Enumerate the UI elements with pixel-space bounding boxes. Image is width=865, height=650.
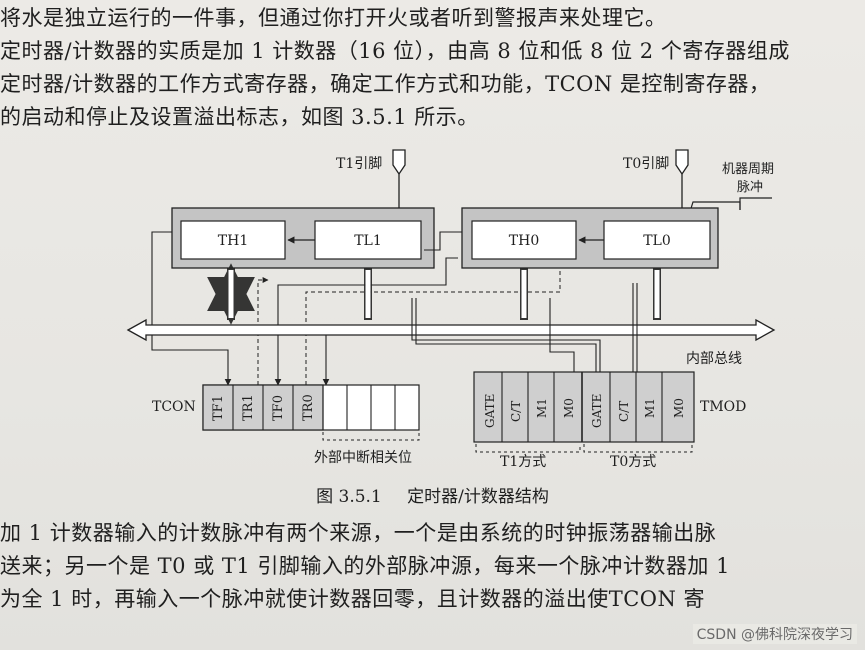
text-line: 为全 1 时，再输入一个脉冲就使计数器回零，且计数器的溢出使TCON 寄 bbox=[0, 587, 706, 611]
tmod-label: TMOD bbox=[700, 399, 746, 415]
tl0-label: TL0 bbox=[643, 233, 671, 249]
tcon-bit: TR1 bbox=[241, 394, 256, 421]
tl1-register bbox=[314, 220, 422, 260]
t1-pin-label: T1引脚 bbox=[336, 156, 382, 172]
tcon-bit: TF0 bbox=[271, 395, 286, 421]
text-line: 将水是独立运行的一件事，但通过你打开火或者听到警报声来处理它。 bbox=[0, 6, 667, 30]
th0-register bbox=[471, 220, 577, 260]
tmod-bit: C/T bbox=[617, 401, 631, 422]
machine-cycle-label-2: 脉冲 bbox=[737, 180, 763, 195]
paragraph-top: 将水是独立运行的一件事，但通过你打开火或者听到警报声来处理它。 定时器/计数器的… bbox=[0, 2, 865, 134]
text-line: 定时器/计数器的实质是加 1 计数器（16 位），由高 8 位和低 8 位 2 … bbox=[0, 39, 790, 63]
tcon-bit: TF1 bbox=[211, 395, 226, 421]
text-line: 加 1 计数器输入的计数脉冲有两个来源，一个是由系统的时钟振荡器输出脉 bbox=[0, 521, 717, 545]
tcon-bit: TR0 bbox=[301, 394, 316, 421]
tcon-label: TCON bbox=[152, 399, 196, 415]
figure-number: 图 3.5.1 bbox=[316, 487, 382, 507]
internal-bus-label: 内部总线 bbox=[686, 351, 742, 367]
tmod-register: GATE C/T M1 M0 GATE C/T M1 M0 bbox=[473, 371, 695, 443]
machine-cycle-label: 机器周期 bbox=[722, 162, 774, 177]
th1-register bbox=[180, 220, 286, 260]
tcon-register: TF1 TR1 TF0 TR0 bbox=[202, 384, 420, 431]
tmod-bit: M0 bbox=[562, 398, 576, 418]
tl0-register bbox=[603, 220, 711, 260]
text-line: 的启动和停止及设置溢出标志，如图 3.5.1 所示。 bbox=[0, 105, 479, 129]
tmod-bit: C/T bbox=[509, 401, 523, 422]
text-line: 定时器/计数器的工作方式寄存器，确定工作方式和功能，TCON 是控制寄存器， bbox=[0, 72, 771, 96]
figure-title: 定时器/计数器结构 bbox=[407, 487, 549, 507]
tl1-label: TL1 bbox=[354, 233, 382, 249]
t0-pin-label: T0引脚 bbox=[623, 156, 669, 172]
t1-mode-label: T1方式 bbox=[500, 454, 546, 470]
figure-caption: 图 3.5.1 定时器/计数器结构 bbox=[0, 482, 865, 507]
ext-interrupt-bits-label: 外部中断相关位 bbox=[314, 450, 412, 466]
tmod-bit: M1 bbox=[535, 398, 549, 418]
th0-label: TH0 bbox=[509, 233, 539, 249]
text-line: 送来；另一个是 T0 或 T1 引脚输入的外部脉冲源，每来一个脉冲计数器加 1 bbox=[0, 554, 730, 578]
internal-bus bbox=[126, 318, 776, 342]
th1-label: TH1 bbox=[218, 233, 248, 249]
tmod-bit: GATE bbox=[483, 394, 497, 428]
t0-mode-label: T0方式 bbox=[610, 454, 656, 470]
t1-pin-symbol bbox=[392, 149, 406, 176]
paragraph-bottom: 加 1 计数器输入的计数脉冲有两个来源，一个是由系统的时钟振荡器输出脉 送来；另… bbox=[0, 517, 865, 616]
tmod-bit: M0 bbox=[672, 398, 686, 418]
t0-pin-symbol bbox=[675, 149, 689, 176]
csdn-watermark: CSDN @佛科院深夜学习 bbox=[692, 624, 857, 644]
tmod-bit: GATE bbox=[590, 394, 604, 428]
tmod-bit: M1 bbox=[643, 398, 657, 418]
